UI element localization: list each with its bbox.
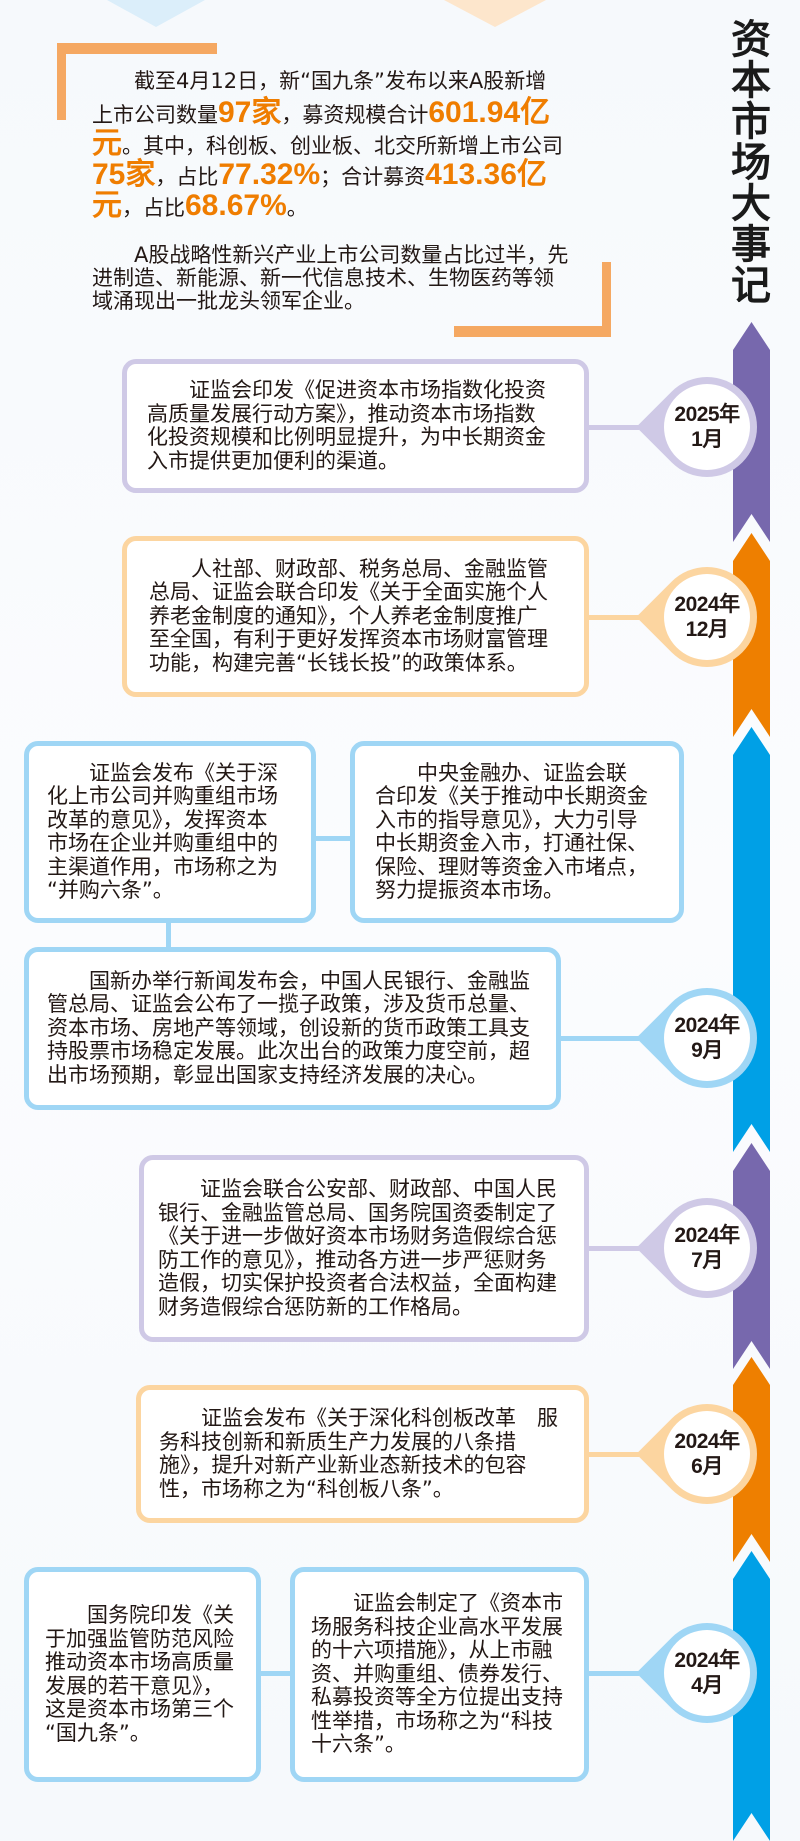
event-text: 证监会联合公安部、财政部、中国人民 银行、金融监管总局、国务院国资委制定了 《关… bbox=[158, 1177, 557, 1319]
event-card-2024-7: 证监会联合公安部、财政部、中国人民 银行、金融监管总局、国务院国资委制定了 《关… bbox=[139, 1155, 589, 1342]
highlight-figure: 元 bbox=[92, 127, 122, 160]
bracket-right bbox=[602, 262, 611, 337]
event-text: 国新办举行新闻发布会，中国人民银行、金融监 管总局、证监会公布了一揽子政策，涉及… bbox=[47, 968, 530, 1087]
event-card-2024-9-c: 国新办举行新闻发布会，中国人民银行、金融监 管总局、证监会公布了一揽子政策，涉及… bbox=[24, 947, 561, 1110]
decor-triangle-blue bbox=[107, 0, 205, 27]
badge-year: 2024年 bbox=[674, 1014, 740, 1037]
event-card-2024-12: 人社部、财政部、税务总局、金融监管 总局、证监会联合印发《关于全面实施个人 养老… bbox=[122, 536, 589, 697]
connector-line bbox=[589, 615, 639, 620]
intro-paragraph-2: A股战略性新兴产业上市公司数量占比过半，先 进制造、新能源、新一代信息技术、生物… bbox=[92, 243, 569, 313]
bracket-top bbox=[57, 43, 217, 54]
intro-line: 元，占比68.67%。 bbox=[92, 190, 563, 221]
badge-month: 6月 bbox=[691, 1455, 723, 1478]
badge-month: 1月 bbox=[691, 428, 723, 451]
connector-line bbox=[561, 1036, 639, 1041]
connector-line bbox=[589, 425, 639, 430]
bracket-left bbox=[57, 43, 66, 120]
decor-triangle-peach bbox=[444, 0, 546, 27]
page-title: 资本市场大事记 bbox=[731, 17, 771, 309]
intro-line: 元。其中，科创板、创业板、北交所新增上市公司 bbox=[92, 128, 563, 159]
badge-month: 7月 bbox=[691, 1249, 723, 1272]
badge-month: 9月 bbox=[691, 1039, 723, 1062]
connector-line bbox=[166, 923, 171, 947]
highlight-figure: 77.32% bbox=[218, 158, 321, 191]
intro-text: ；合计募资 bbox=[320, 165, 426, 189]
intro-line: 75家，占比77.32%；合计募资413.36亿 bbox=[92, 159, 563, 190]
badge-year: 2025年 bbox=[674, 403, 740, 426]
event-text: 证监会制定了《资本市 场服务科技企业高水平发展 的十六项措施》，从上市融 资、并… bbox=[311, 1591, 563, 1757]
intro-text: ，募资规模合计 bbox=[281, 103, 429, 127]
badge-month: 4月 bbox=[691, 1674, 723, 1697]
highlight-figure: 97家 bbox=[218, 96, 282, 129]
badge-year: 2024年 bbox=[674, 1430, 740, 1453]
event-text: 人社部、财政部、税务总局、金融监管 总局、证监会联合印发《关于全面实施个人 养老… bbox=[149, 556, 548, 675]
connector-line bbox=[589, 1452, 639, 1457]
intro-line: 截至4月12日，新“国九条”发布以来A股新增 bbox=[92, 66, 563, 97]
intro-line: 上市公司数量97家，募资规模合计601.94亿 bbox=[92, 97, 563, 128]
timeline-ribbon-segment bbox=[733, 727, 770, 1152]
event-card-2025-1: 证监会印发《促进资本市场指数化投资 高质量发展行动方案》，推动资本市场指数 化投… bbox=[122, 359, 589, 493]
event-text: 证监会发布《关于深 化上市公司并购重组市场 改革的意见》，发挥资本 市场在企业并… bbox=[47, 760, 278, 902]
event-card-2024-4-b: 证监会制定了《资本市 场服务科技企业高水平发展 的十六项措施》，从上市融 资、并… bbox=[290, 1567, 589, 1782]
connector-line bbox=[261, 1671, 290, 1676]
badge-month: 12月 bbox=[685, 618, 729, 641]
highlight-figure: 601.94亿 bbox=[428, 96, 551, 129]
event-text: 国务院印发《关 于加强监管防范风险 推动资本市场高质量 发展的若干意见》， 这是… bbox=[45, 1603, 234, 1745]
badge-year: 2024年 bbox=[674, 1649, 740, 1672]
event-text: 中央金融办、证监会联 合印发《关于推动中长期资金 入市的指导意见》，大力引导 中… bbox=[375, 760, 648, 902]
intro-text: ，占比 bbox=[122, 196, 185, 220]
event-text: 证监会发布《关于深化科创板改革 服 务科技创新和新质生产力发展的八条措 施》，提… bbox=[159, 1406, 558, 1501]
intro-text: 。其中，科创板、创业板、北交所新增上市公司 bbox=[122, 134, 563, 158]
bracket-bottom bbox=[454, 326, 611, 337]
intro-text: 截至4月12日，新“国九条”发布以来A股新增 bbox=[134, 69, 547, 93]
event-text: 证监会印发《促进资本市场指数化投资 高质量发展行动方案》，推动资本市场指数 化投… bbox=[147, 378, 546, 473]
highlight-figure: 元 bbox=[92, 189, 122, 222]
highlight-figure: 68.67% bbox=[185, 189, 287, 222]
event-card-2024-4-a: 国务院印发《关 于加强监管防范风险 推动资本市场高质量 发展的若干意见》， 这是… bbox=[24, 1567, 261, 1782]
highlight-figure: 413.36亿 bbox=[425, 158, 547, 191]
intro-paragraph-1: 截至4月12日，新“国九条”发布以来A股新增上市公司数量97家，募资规模合计60… bbox=[92, 66, 563, 221]
intro-text: 上市公司数量 bbox=[92, 103, 218, 127]
connector-line bbox=[589, 1246, 639, 1251]
badge-year: 2024年 bbox=[674, 1224, 740, 1247]
event-card-2024-9-a: 证监会发布《关于深 化上市公司并购重组市场 改革的意见》，发挥资本 市场在企业并… bbox=[24, 741, 316, 923]
connector-line bbox=[589, 1671, 639, 1676]
event-card-2024-9-b: 中央金融办、证监会联 合印发《关于推动中长期资金 入市的指导意见》，大力引导 中… bbox=[350, 741, 684, 923]
highlight-figure: 75家 bbox=[92, 158, 156, 191]
intro-text: ，占比 bbox=[155, 165, 219, 189]
badge-year: 2024年 bbox=[674, 593, 740, 616]
intro-text: 。 bbox=[286, 196, 308, 220]
event-card-2024-6: 证监会发布《关于深化科创板改革 服 务科技创新和新质生产力发展的八条措 施》，提… bbox=[136, 1385, 589, 1523]
connector-line bbox=[316, 836, 350, 841]
